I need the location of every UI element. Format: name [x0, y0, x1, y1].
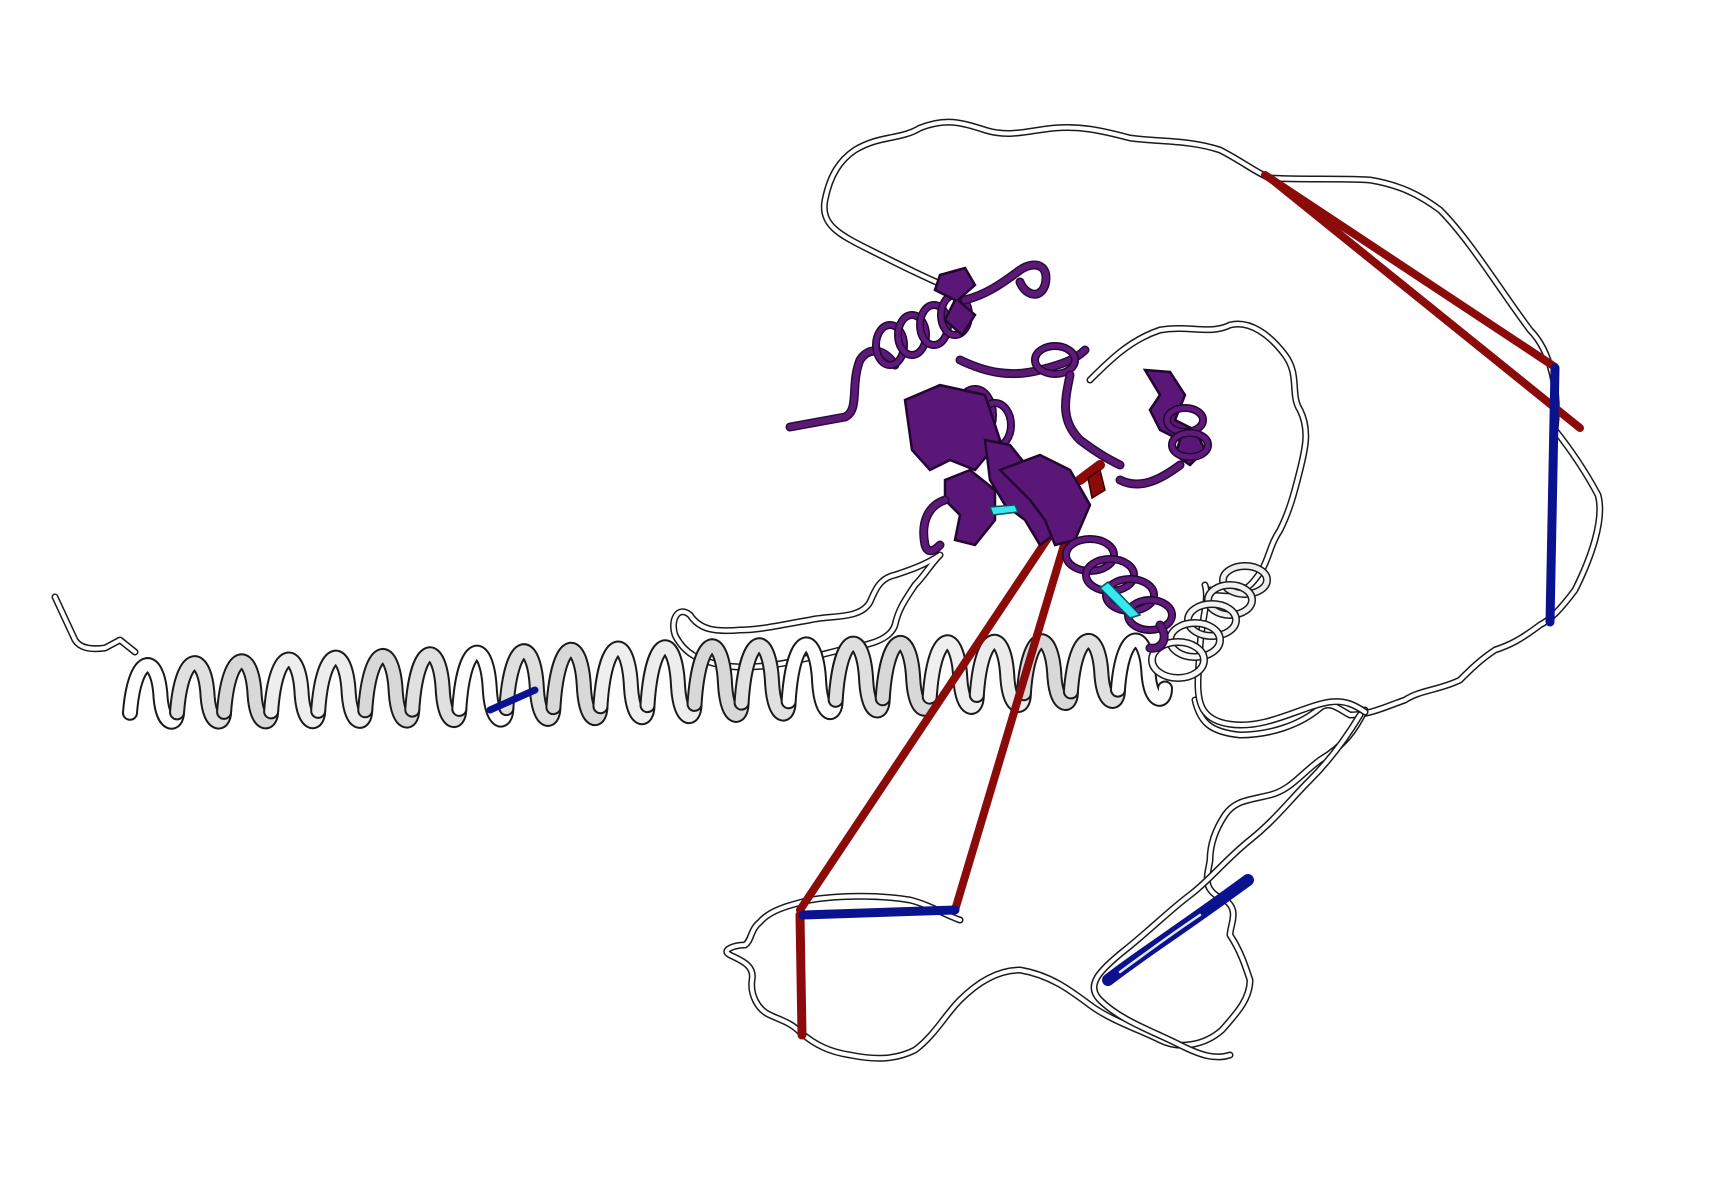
folded-purple-domain: [785, 260, 1212, 653]
helix-turn: [171, 657, 231, 728]
helix-turn: [265, 653, 325, 728]
helix-turn: [312, 651, 372, 727]
cyan-highlights: [988, 504, 1142, 619]
helix-coil-turns: [122, 632, 1173, 730]
helix-turn: [782, 638, 842, 719]
crosslink-domain-to-bottom-mid: [951, 521, 1074, 914]
helix-turn: [688, 640, 748, 721]
helix-turn: [1111, 634, 1171, 705]
helix-turn: [218, 655, 278, 728]
disordered-loop-top: [820, 118, 1604, 739]
helix-turn: [1064, 635, 1124, 707]
cyan-highlight-upper: [988, 504, 1020, 516]
cyan-highlight-lower: [1098, 581, 1142, 619]
helix-turn: [500, 645, 560, 725]
helix-turn: [453, 646, 513, 726]
helix-turn: [735, 639, 795, 720]
domain-helix-top: [872, 266, 977, 369]
helix-turn: [594, 642, 654, 724]
helix-turn: [829, 637, 889, 717]
disordered-loop-right-inner: [1086, 320, 1310, 595]
helix-turn: [359, 649, 419, 727]
crosslink-domain-to-bottom-left: [796, 516, 1064, 914]
domain-small-helix-right: [1031, 342, 1125, 470]
long-white-helix: [51, 562, 1271, 730]
crosslink-domain-upper: [1075, 460, 1105, 485]
helix-turn: [641, 641, 701, 723]
domain-helix-bundle: [903, 383, 1092, 547]
red-crosslinks: [795, 171, 1584, 1040]
helix-turn: [124, 659, 184, 728]
blue-segments: [486, 363, 1560, 986]
disordered-loop-bottom-crossing: [1090, 711, 1364, 1061]
disordered-loop-domain-connector: [1194, 581, 1369, 729]
disordered-loop-bottom: [723, 706, 1369, 1062]
blue-segment-right-strand: [1545, 363, 1560, 627]
crosslink-top-right-a: [1261, 171, 1559, 371]
helix-turn: [547, 643, 607, 725]
domain-helix-right: [1115, 368, 1212, 489]
helix-turn: [406, 648, 466, 727]
crosslink-top-right-b: [1266, 174, 1584, 432]
domain-helix-left-lower: [919, 468, 997, 556]
domain-red-marker: [1087, 468, 1106, 500]
disordered-loop-left: [670, 551, 944, 671]
blue-segment-helix: [486, 686, 539, 714]
helix-cap-coil: [1148, 562, 1271, 682]
crosslink-bottom-left-vertical: [795, 910, 807, 1040]
blue-segment-bottom-left: [798, 905, 960, 920]
helix-turn: [876, 636, 936, 715]
